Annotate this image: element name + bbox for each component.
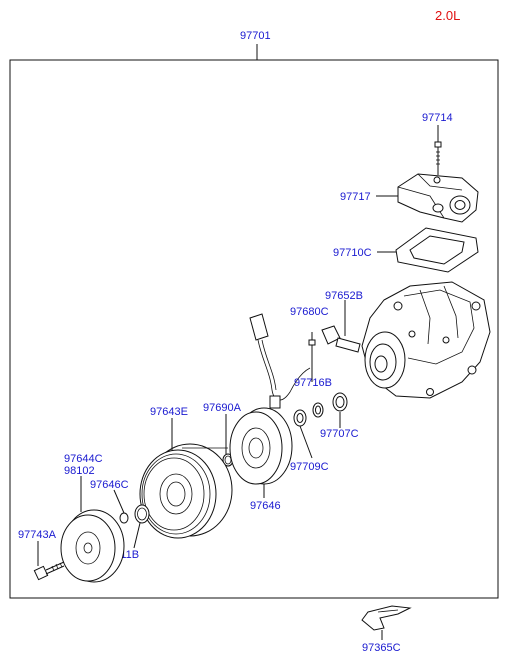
label-pulley[interactable]: 97643E	[150, 406, 188, 418]
seal-part[interactable]	[332, 392, 348, 412]
label-coil[interactable]: 97646	[250, 500, 281, 512]
engine-spec: 2.0L	[435, 8, 460, 23]
label-bracket[interactable]: 97365C	[362, 642, 401, 654]
label-hub[interactable]: 97644C	[64, 453, 103, 465]
coil-part[interactable]	[229, 407, 293, 485]
switch-part[interactable]	[249, 313, 361, 409]
label-gasket[interactable]: 97710C	[333, 247, 372, 259]
ring-a-part[interactable]	[312, 402, 324, 418]
label-assembly[interactable]: 97701	[240, 30, 271, 42]
hub-part[interactable]	[60, 509, 125, 583]
label-shim[interactable]: 97646C	[90, 479, 129, 491]
label-ring-a[interactable]: 97716B	[294, 377, 332, 389]
label-bolt-top[interactable]: 97714	[422, 112, 453, 124]
compressor-body-part[interactable]	[361, 281, 491, 399]
pulley-part[interactable]	[139, 443, 233, 539]
bolt-part[interactable]	[33, 561, 65, 581]
label-switch[interactable]: 97680C	[290, 306, 329, 318]
label-bolt[interactable]: 97743A	[18, 529, 57, 541]
gasket-part[interactable]	[395, 227, 479, 273]
label-hub-sub[interactable]: 98102	[64, 465, 95, 477]
label-cover[interactable]: 97717	[340, 191, 371, 203]
snap-ring-b-part[interactable]	[134, 504, 150, 524]
label-seal[interactable]: 97707C	[320, 428, 359, 440]
label-snap-ring[interactable]: 97690A	[203, 402, 242, 414]
coil-ring-part[interactable]	[293, 409, 307, 427]
shim-part[interactable]	[119, 512, 129, 524]
bracket-part[interactable]	[361, 605, 412, 631]
bolt-top-part[interactable]	[434, 125, 442, 175]
label-compressor-body[interactable]: 97652B	[325, 290, 363, 302]
assembly-frame	[9, 44, 499, 599]
label-coil-ring[interactable]: 97709C	[290, 461, 329, 473]
cover-part[interactable]	[397, 173, 479, 223]
